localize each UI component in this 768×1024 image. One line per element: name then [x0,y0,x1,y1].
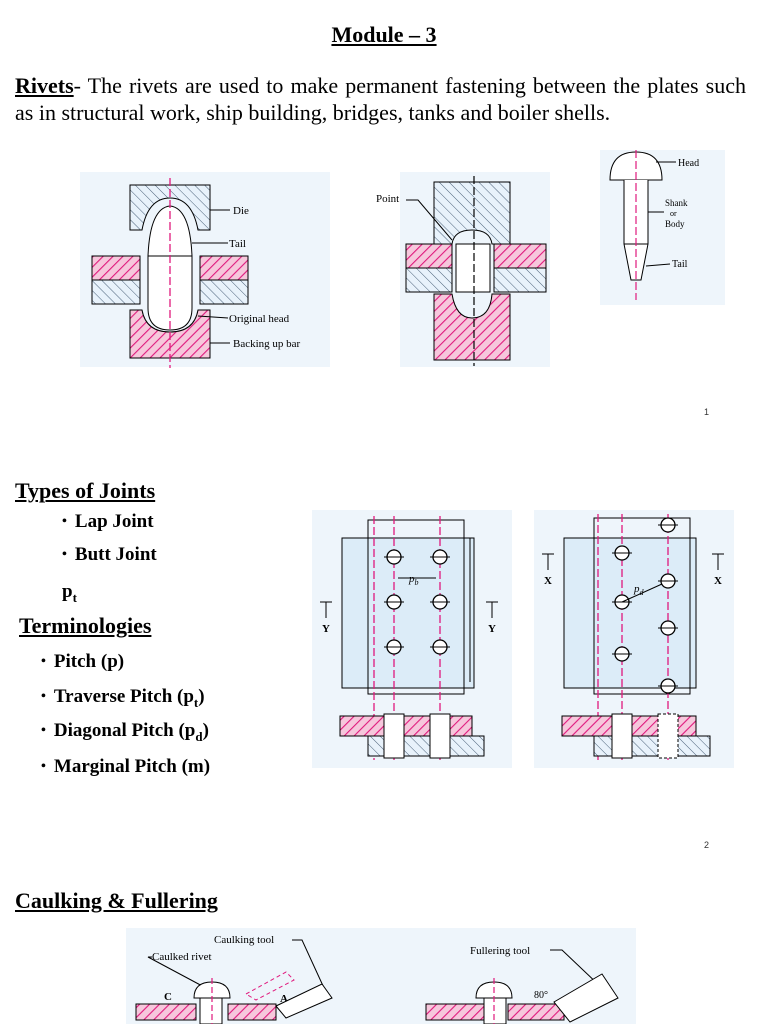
label-caulking-tool: Caulking tool [214,934,274,946]
label-original-head: Original head [229,313,290,325]
label-a: A [280,993,288,1005]
term-traverse-pitch: •Traverse Pitch (pt) [41,686,205,710]
term-marginal-pitch: •Marginal Pitch (m) [41,756,211,777]
label-pb: pb [408,573,419,587]
list-item-butt-joint: •Butt Joint [62,544,157,565]
rivets-term: Rivets [15,73,74,98]
page-number-2: 2 [704,840,710,850]
label-angle: 80° [534,990,548,1001]
label-head: Head [678,158,699,169]
rivets-definition: - The rivets are used to make permanent … [15,73,746,125]
term-diagonal-pitch: •Diagonal Pitch (pd) [41,720,209,744]
term-pitch: •Pitch (p) [41,651,125,672]
list-item-lap-joint: •Lap Joint [62,511,154,532]
types-of-joints-heading: Types of Joints [15,478,156,503]
page-title: Module – 3 [331,22,437,47]
label-shank: Shank [665,198,688,208]
label-backing-up-bar: Backing up bar [233,338,301,350]
label-y-right: Y [488,623,496,635]
intro-paragraph: Rivets- The rivets are used to make perm… [15,72,746,126]
label-tail-2: Tail [672,259,688,270]
pt-symbol: pt [62,581,77,605]
label-point: Point [376,193,399,205]
label-c: C [164,991,172,1003]
page-number-1: 1 [704,407,710,417]
label-pd: pd [633,583,645,597]
caulking-heading: Caulking & Fullering [15,888,218,913]
caulking-fullering-figure: Caulking tool Caulked rivet C A Fullerin… [126,928,636,1024]
label-y-left: Y [322,623,330,635]
label-shank-body: Body [665,219,685,229]
label-x-left: X [544,575,552,587]
lap-joint-figure: pb Y Y pd X X [312,510,734,768]
terminologies-heading: Terminologies [19,613,152,638]
label-x-right: X [714,575,722,587]
label-shank-or: or [670,209,677,218]
label-tail: Tail [229,238,246,250]
label-fullering-tool: Fullering tool [470,945,530,957]
label-die: Die [233,205,249,217]
riveting-figure: Die Tail Original head Backing up bar Po… [80,150,725,368]
label-caulked-rivet: Caulked rivet [152,951,212,963]
